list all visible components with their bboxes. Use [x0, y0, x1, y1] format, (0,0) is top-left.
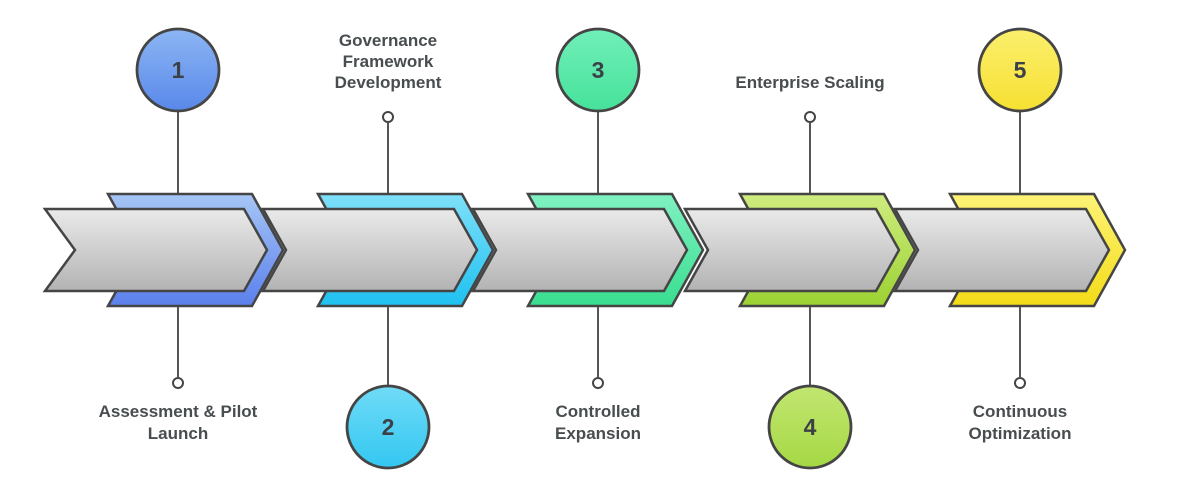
stage-3-marker: 3	[555, 27, 641, 113]
stage-2-circle	[345, 384, 431, 470]
stage-5-marker: 5	[977, 27, 1063, 113]
stage-3-connector-ring	[592, 377, 604, 389]
stage-5-label-line: Optimization	[969, 424, 1072, 443]
stage-4-connectors	[804, 111, 816, 386]
stage-1-circle	[135, 27, 221, 113]
stage-3-label-line: Controlled	[556, 402, 641, 421]
stage-1-number: 1	[172, 57, 185, 83]
stage-1-connectors	[172, 111, 184, 389]
stage-4-marker: 4	[767, 384, 853, 470]
stage-4-label: Enterprise Scaling	[735, 73, 884, 92]
stage-5-connectors	[1014, 111, 1026, 389]
stage-5-number: 5	[1014, 57, 1027, 83]
stage-5-connector-ring	[1014, 377, 1026, 389]
stage-3-circle	[555, 27, 641, 113]
stage-1-label-line: Launch	[148, 424, 208, 443]
stage-3-label-line: Expansion	[555, 424, 641, 443]
stage-2-label-line: Development	[335, 73, 442, 92]
stage-4-connector-ring	[804, 111, 816, 123]
stage-2-marker: 2	[345, 384, 431, 470]
stage-3-connectors	[592, 111, 604, 389]
stage-2-label-line: Governance	[339, 31, 437, 50]
band-segment-3	[470, 207, 689, 293]
band-segment-5	[892, 207, 1111, 293]
stage-2-connectors	[382, 111, 394, 386]
band-segment-2	[260, 207, 479, 293]
stage-5-circle	[977, 27, 1063, 113]
stage-4-label-line: Enterprise Scaling	[735, 73, 884, 92]
band-segment-1	[42, 207, 269, 293]
stage-3-number: 3	[592, 57, 605, 83]
stage-4-number: 4	[804, 414, 817, 440]
band-segment-4	[682, 207, 901, 293]
stage-2-number: 2	[382, 414, 395, 440]
stage-5-label-line: Continuous	[973, 402, 1067, 421]
stage-2-label-line: Framework	[343, 52, 434, 71]
stage-1-connector-ring	[172, 377, 184, 389]
stage-2-connector-ring	[382, 111, 394, 123]
stage-1-label-line: Assessment & Pilot	[99, 402, 258, 421]
stage-1-marker: 1	[135, 27, 221, 113]
stage-4-circle	[767, 384, 853, 470]
